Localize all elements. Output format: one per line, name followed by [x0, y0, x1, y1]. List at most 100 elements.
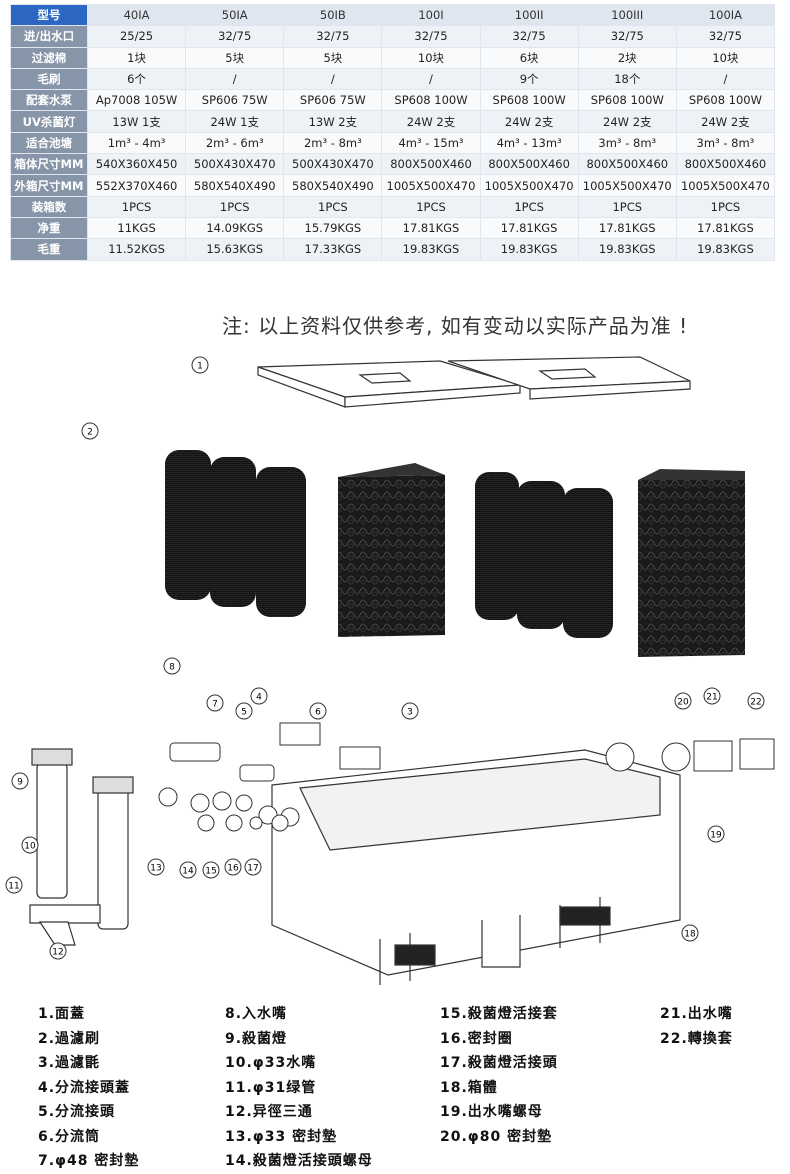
spec-cell: /: [675, 67, 776, 91]
spec-cell: 50IB: [283, 3, 383, 27]
spec-cell: 3m³ - 8m³: [675, 131, 776, 155]
spec-cell: 1PCS: [577, 195, 677, 218]
legend-item: 21.出水嘴: [660, 1006, 733, 1022]
spec-cell: 24W 1支: [185, 110, 285, 133]
legend-item: 9.殺菌燈: [225, 1030, 288, 1047]
legend-item: 12.异徑三通: [225, 1104, 313, 1120]
svg-text:14: 14: [182, 867, 194, 877]
callout-19: 19: [707, 825, 725, 843]
callout-17: 17: [244, 858, 262, 876]
legend-item: 13.φ33 密封墊: [225, 1128, 338, 1145]
spec-cell: 1005X500X470: [381, 174, 481, 197]
spec-cell: 17.81KGS: [577, 216, 677, 240]
legend-item: 10.φ33水嘴: [225, 1055, 317, 1071]
spec-cell: 6个: [86, 67, 187, 91]
callout-15: 15: [202, 861, 220, 879]
legend-item: 17.殺菌燈活接頭: [440, 1055, 558, 1071]
spec-row-label: 进/出水口: [10, 25, 88, 48]
spec-cell: 4m³ - 15m³: [381, 131, 481, 155]
spec-cell: 100II: [479, 3, 579, 27]
svg-text:12: 12: [52, 948, 63, 958]
spec-cell: 19.83KGS: [675, 238, 776, 261]
spec-cell: 9个: [479, 67, 579, 91]
spec-cell: 580X540X490: [185, 174, 285, 197]
spec-cell: 17.81KGS: [479, 216, 579, 240]
callout-1: 1: [191, 356, 209, 374]
spec-cell: 3m³ - 8m³: [577, 131, 677, 155]
spec-cell: 32/75: [675, 25, 776, 48]
spec-cell: 100I: [381, 3, 481, 27]
spec-cell: 10块: [675, 46, 776, 69]
spec-cell: 32/75: [283, 25, 383, 48]
spec-cell: 1PCS: [283, 195, 383, 218]
spec-cell: 25/25: [86, 25, 187, 48]
spec-cell: 50IA: [185, 3, 285, 27]
legend-item: 22.轉換套: [660, 1030, 733, 1047]
spec-cell: 24W 2支: [675, 110, 776, 133]
svg-text:10: 10: [24, 842, 36, 852]
svg-text:18: 18: [684, 930, 696, 940]
spec-cell: 24W 2支: [577, 110, 677, 133]
spec-cell: /: [283, 67, 383, 91]
spec-cell: 24W 2支: [381, 110, 481, 133]
spec-cell: 2m³ - 6m³: [185, 131, 285, 155]
callout-12: 12: [49, 942, 67, 960]
spec-cell: 13W 1支: [86, 110, 187, 133]
legend-item: 19.出水嘴螺母: [440, 1104, 543, 1120]
spec-cell: SP606 75W: [185, 89, 285, 112]
svg-text:2: 2: [87, 428, 93, 438]
spec-cell: 40IA: [86, 3, 187, 27]
spec-cell: 552X370X460: [86, 174, 187, 197]
svg-text:8: 8: [169, 663, 175, 673]
callout-20: 20: [674, 692, 692, 710]
spec-cell: 800X500X460: [381, 153, 481, 176]
spec-cell: 15.63KGS: [185, 238, 285, 261]
legend-item: 8.入水嘴: [225, 1006, 288, 1022]
spec-cell: 800X500X460: [479, 153, 579, 176]
callout-21: 21: [703, 687, 721, 705]
spec-cell: 800X500X460: [675, 153, 776, 176]
spec-cell: SP608 100W: [479, 89, 579, 112]
legend-item: 2.過濾刷: [38, 1030, 101, 1047]
spec-cell: 1PCS: [479, 195, 579, 218]
spec-cell: 1PCS: [185, 195, 285, 218]
callout-5: 5: [235, 702, 253, 720]
spec-cell: 5块: [283, 46, 383, 69]
legend-item: 15.殺菌燈活接套: [440, 1006, 558, 1022]
svg-text:22: 22: [750, 698, 761, 708]
spec-cell: 17.81KGS: [381, 216, 481, 240]
svg-text:21: 21: [706, 693, 717, 703]
spec-cell: 17.33KGS: [283, 238, 383, 261]
spec-cell: 4m³ - 13m³: [479, 131, 579, 155]
callout-2: 2: [81, 422, 99, 440]
callout-6: 6: [309, 702, 327, 720]
spec-cell: 32/75: [577, 25, 677, 48]
spec-cell: 17.81KGS: [675, 216, 776, 240]
spec-cell: Ap7008 105W: [86, 89, 187, 112]
spec-row-label: 装箱数: [10, 195, 88, 218]
spec-row-label: 型号: [10, 3, 88, 27]
spec-cell: 14.09KGS: [185, 216, 285, 240]
spec-cell: 800X500X460: [577, 153, 677, 176]
svg-text:4: 4: [256, 693, 262, 703]
spec-cell: 1PCS: [86, 195, 187, 218]
callout-18: 18: [681, 924, 699, 942]
spec-cell: 1005X500X470: [577, 174, 677, 197]
spec-cell: 1005X500X470: [675, 174, 776, 197]
callout-3: 3: [401, 702, 419, 720]
spec-cell: 32/75: [479, 25, 579, 48]
spec-cell: /: [381, 67, 481, 91]
spec-cell: 6块: [479, 46, 579, 69]
callout-8: 8: [163, 657, 181, 675]
fittings: [158, 722, 775, 832]
spec-cell: 1块: [86, 46, 187, 69]
lid-part: [257, 356, 691, 408]
callout-7: 7: [206, 694, 224, 712]
callout-10: 10: [21, 836, 39, 854]
svg-text:15: 15: [205, 867, 216, 877]
